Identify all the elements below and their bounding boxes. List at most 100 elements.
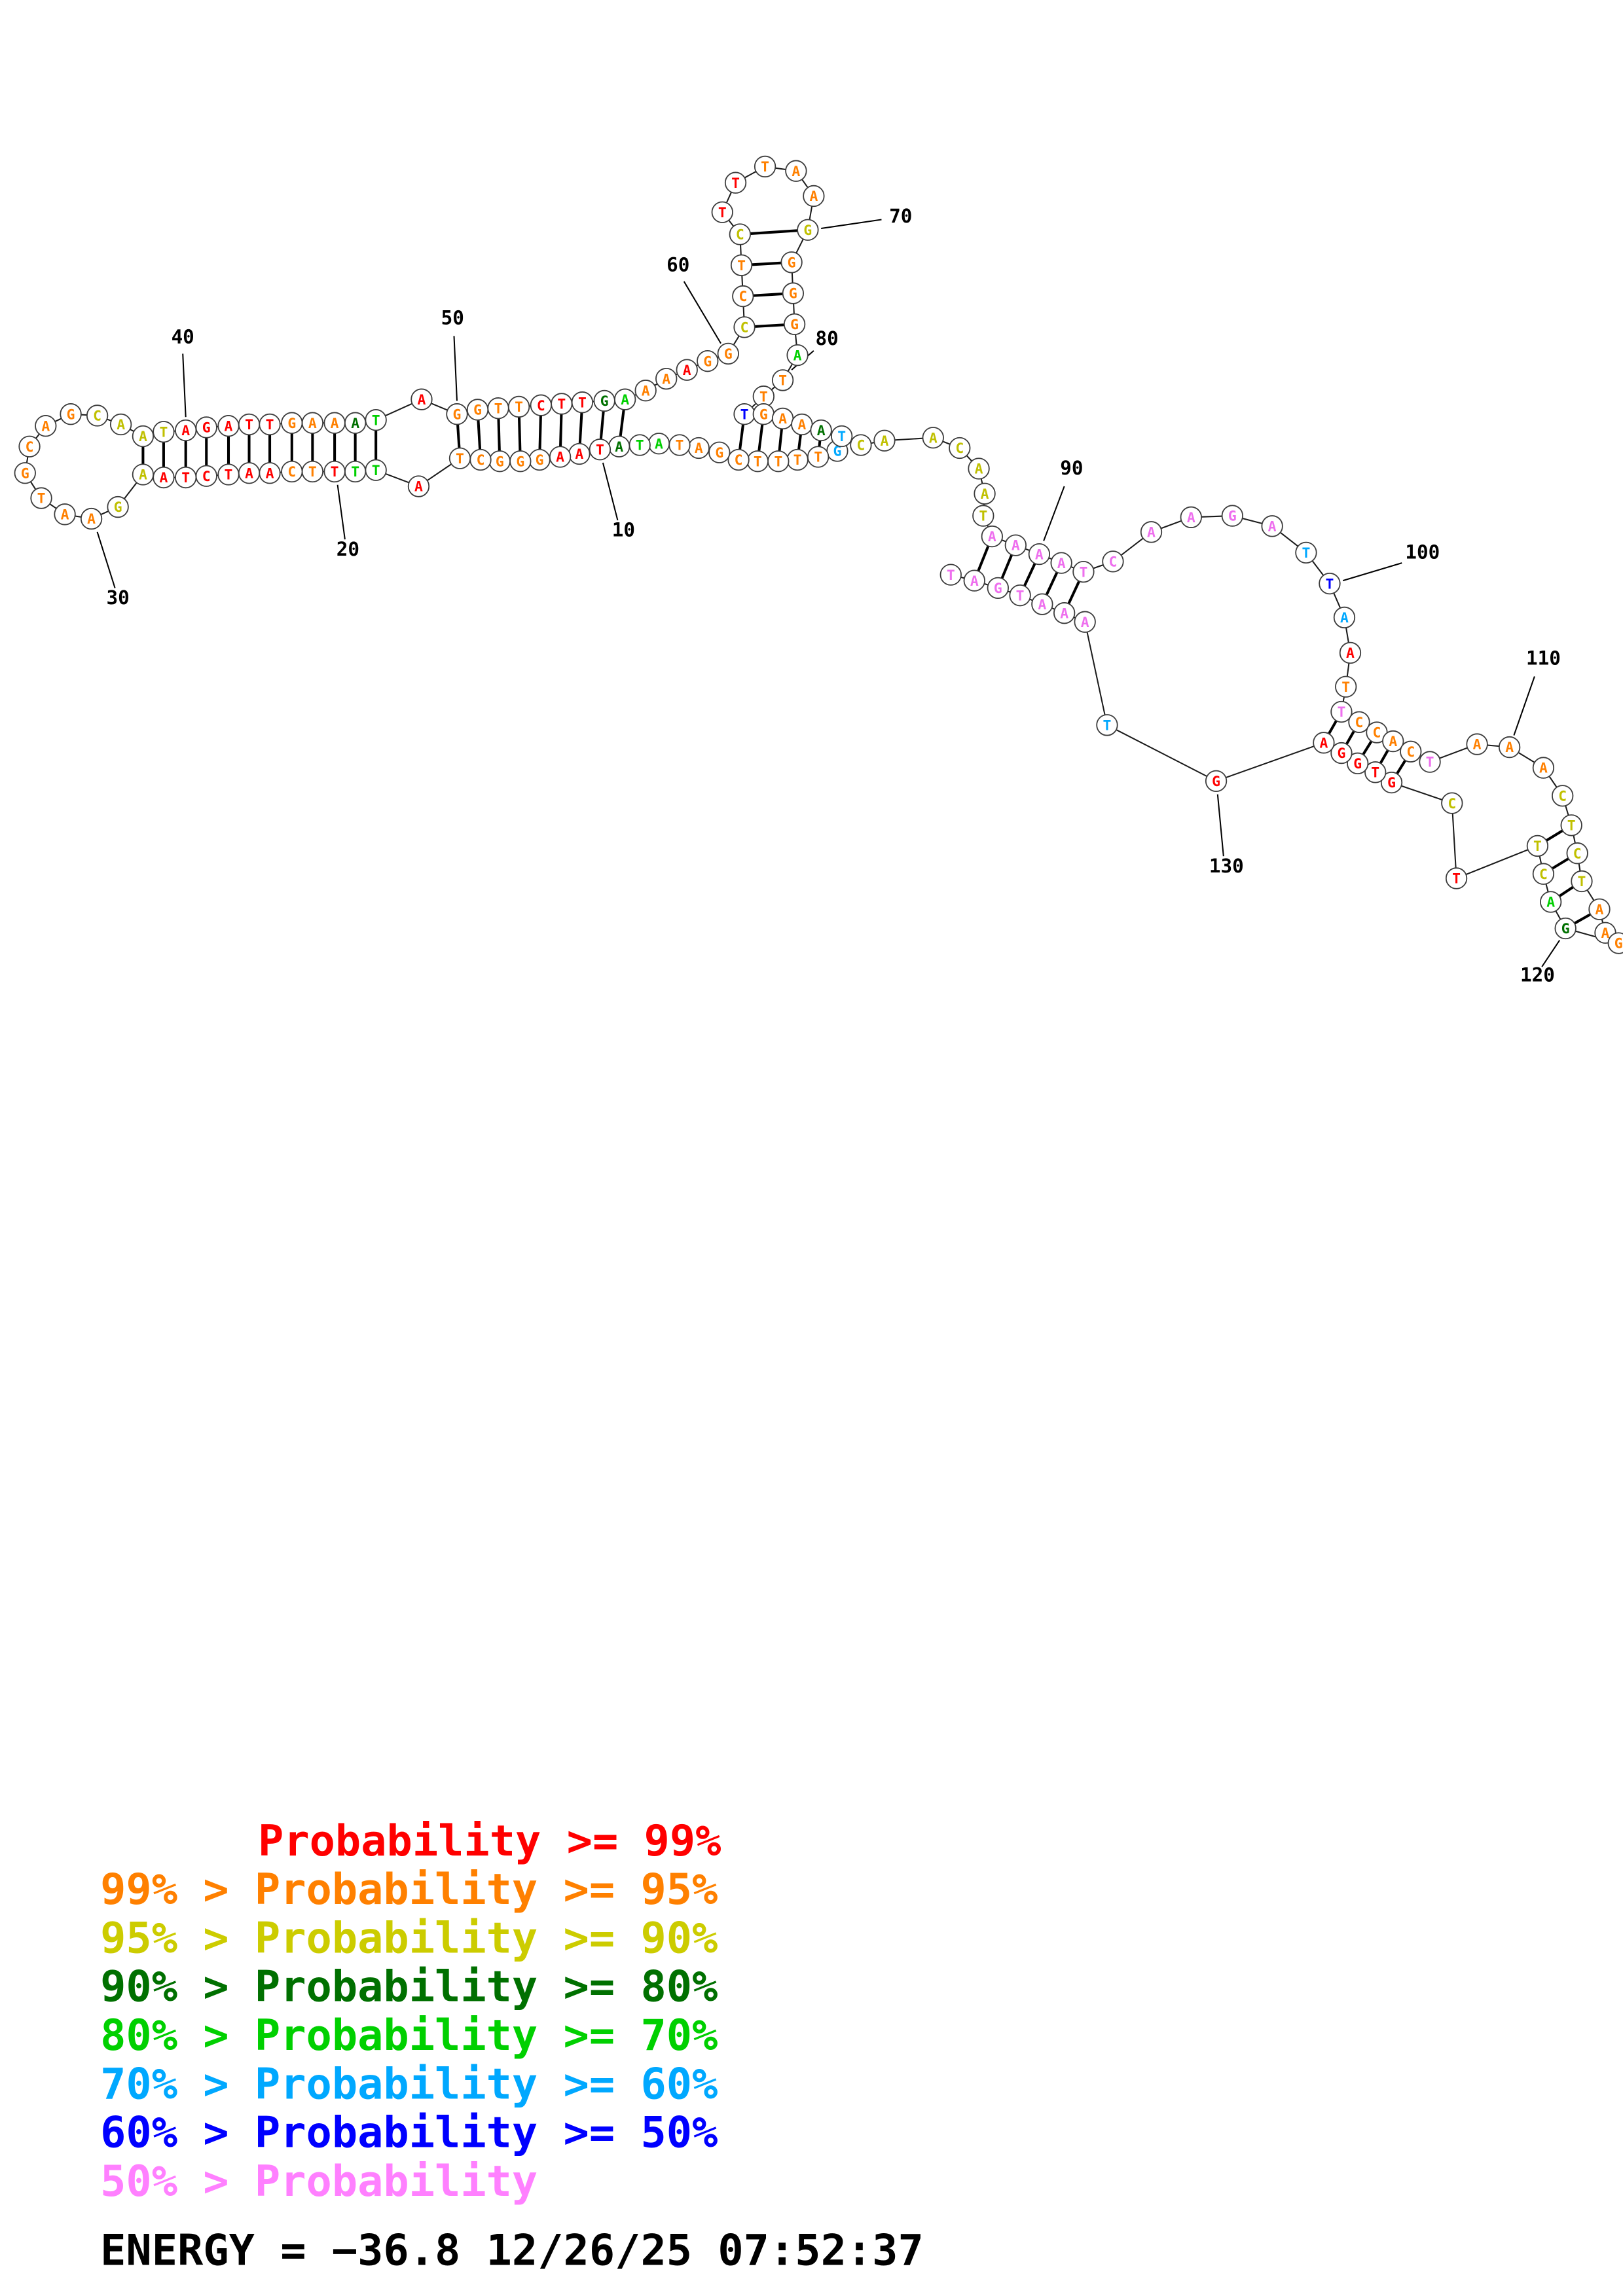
nucleotide-base: C (26, 439, 34, 456)
nucleotide-base: A (615, 439, 623, 456)
nucleotide-base: G (600, 393, 609, 410)
nucleotide-circle (614, 388, 636, 410)
legend-item: 99% > Probability >= 95% (100, 1865, 718, 1914)
nucleotide-circle (1571, 870, 1593, 893)
nucleotide-circle (1588, 898, 1611, 920)
nucleotide-base: A (139, 429, 147, 445)
nucleotide-circle (1140, 521, 1163, 543)
nucleotide-circle (407, 475, 430, 497)
nucleotide-base: C (202, 469, 211, 485)
nucleotide-circle (730, 254, 753, 276)
nucleotide-base: G (473, 403, 482, 419)
nucleotide-circle (448, 447, 471, 469)
nucleotide-circle (1261, 515, 1283, 537)
nucleotide-base: G (715, 445, 723, 461)
nucleotide-circle (1313, 732, 1335, 754)
nucleotide-base: A (792, 164, 800, 180)
nucleotide-base: C (537, 398, 545, 414)
nucleotide-circle (697, 350, 719, 372)
nucleotide-base: A (655, 436, 663, 452)
nucleotide-circle (724, 171, 747, 194)
nucleotide-base: T (181, 470, 190, 486)
nucleotide-circle (771, 369, 794, 391)
nucleotide-base: A (1539, 761, 1548, 777)
nucleotide-circle (981, 525, 1003, 548)
nucleotide-circle (830, 425, 853, 448)
nucleotide-circle (571, 391, 594, 414)
nucleotide-circle (1540, 891, 1562, 913)
nucleotide-base: A (621, 392, 629, 408)
nucleotide-base: C (1406, 744, 1415, 761)
nucleotide-base: G (67, 406, 75, 423)
nucleotide-circle (1004, 534, 1027, 556)
nucleotide-circle (711, 201, 733, 223)
backbone-segment (1451, 803, 1457, 879)
nucleotide-base: G (724, 346, 733, 363)
nucleotide-circle (18, 435, 41, 457)
nucleotide-base: A (117, 417, 125, 433)
nucleotide-circle (1330, 700, 1353, 723)
nucleotide-circle (132, 463, 155, 486)
nucleotide-base: G (788, 255, 796, 271)
label-leader-lines (96, 219, 1561, 967)
nucleotide-circle (14, 462, 36, 484)
nucleotide-base: G (789, 286, 797, 302)
nucleotide-base: G (803, 223, 812, 239)
label-leader-line (337, 484, 346, 540)
nucleotide-base: A (975, 461, 983, 478)
nucleotide-base: G (287, 416, 296, 432)
nucleotide-circle (1526, 834, 1549, 857)
nucleotide-circle (727, 448, 750, 471)
nucleotide-circle (1053, 602, 1076, 624)
nucleotide-circle (153, 421, 175, 443)
nucleotide-circle (365, 409, 387, 431)
nucleotide-circle (281, 460, 303, 483)
nucleotide-base: A (1081, 615, 1089, 631)
nucleotide-base: T (1338, 704, 1346, 721)
backbone-segment (1084, 621, 1108, 726)
backbone-segment (1216, 742, 1324, 782)
nucleotide-base: G (114, 499, 122, 516)
nucleotide-base: T (372, 412, 380, 429)
nucleotide-base: C (740, 320, 749, 336)
label-leader-line (182, 353, 187, 418)
backbone-segment (1456, 845, 1538, 879)
nucleotide-base: C (739, 289, 747, 305)
nucleotide-circle (1532, 863, 1555, 885)
nucleotide-circle (939, 564, 962, 586)
nucleotide-base: C (1539, 867, 1548, 883)
nucleotide-base: A (1187, 510, 1195, 526)
nucleotide-circle (1445, 867, 1468, 889)
nucleotide-base: A (181, 423, 190, 439)
nucleotide-circle (733, 316, 756, 338)
nucleotide-base: A (245, 465, 253, 482)
nucleotide-base: T (947, 567, 955, 584)
nucleotide-base: A (556, 450, 564, 466)
basepair-bonds (141, 228, 1600, 930)
nucleotide-circle (1102, 550, 1124, 573)
nucleotide-base: A (266, 465, 274, 482)
nucleotide-base: A (1012, 538, 1020, 554)
nucleotide-base: C (856, 438, 865, 454)
backbone-segment (1106, 724, 1217, 782)
nucleotide-base: A (225, 418, 233, 435)
nucleotide-circle (1380, 771, 1403, 794)
nucleotide-base: A (662, 371, 670, 387)
nucleotide-base: C (287, 464, 296, 480)
nucleotide-base: T (159, 424, 168, 440)
nucleotide-base: A (159, 470, 168, 486)
nucleotide-base: A (1060, 605, 1068, 622)
position-label: 50 (441, 306, 464, 329)
nucleotide-base: A (809, 188, 818, 205)
nucleotide-circle (1607, 932, 1623, 954)
nucleotide-circle (634, 380, 657, 402)
nucleotide-circle (1466, 733, 1488, 755)
nucleotide-base: A (1340, 610, 1349, 626)
nucleotides: GTTTTCGATATATAAGGGCTATTTTCAATCTAAGAATGCA… (14, 155, 1623, 954)
nucleotide-base: T (596, 442, 604, 458)
nucleotide-circle (1335, 675, 1357, 698)
nucleotide-base: T (837, 429, 846, 445)
